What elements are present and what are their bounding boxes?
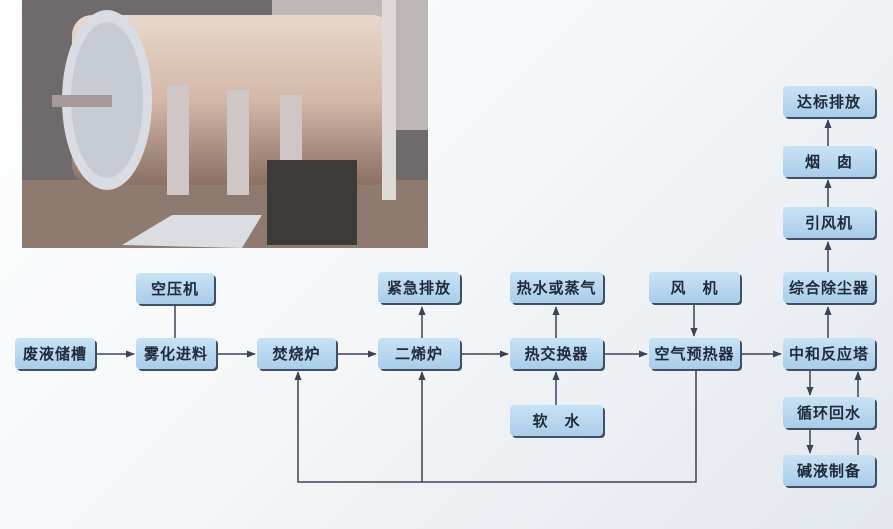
node-neutralization-tower: 中和反应塔 [783,338,875,369]
node-chimney: 烟 囱 [783,146,875,177]
node-soft-water: 软 水 [510,405,603,436]
node-atomized-feed: 雾化进料 [136,338,216,369]
node-fan: 风 机 [649,272,740,303]
node-induced-fan: 引风机 [783,207,875,238]
node-dust-collector: 综合除尘器 [783,272,875,303]
node-air-compressor: 空压机 [136,273,214,304]
node-secondary-furnace: 二烯炉 [378,338,460,369]
node-heat-exchanger: 热交换器 [510,338,603,369]
node-circulating-water: 循环回水 [783,397,875,428]
node-waste-tank: 废液储槽 [15,338,95,369]
node-alkali-prep: 碱液制备 [783,455,875,486]
incinerator-equipment-photo [22,0,428,248]
node-hot-water-steam: 热水或蒸气 [510,272,603,303]
node-emergency-discharge: 紧急排放 [378,272,460,303]
node-compliant-discharge: 达标排放 [783,86,875,117]
node-air-preheater: 空气预热器 [649,338,740,369]
node-incinerator: 焚烧炉 [257,338,336,369]
